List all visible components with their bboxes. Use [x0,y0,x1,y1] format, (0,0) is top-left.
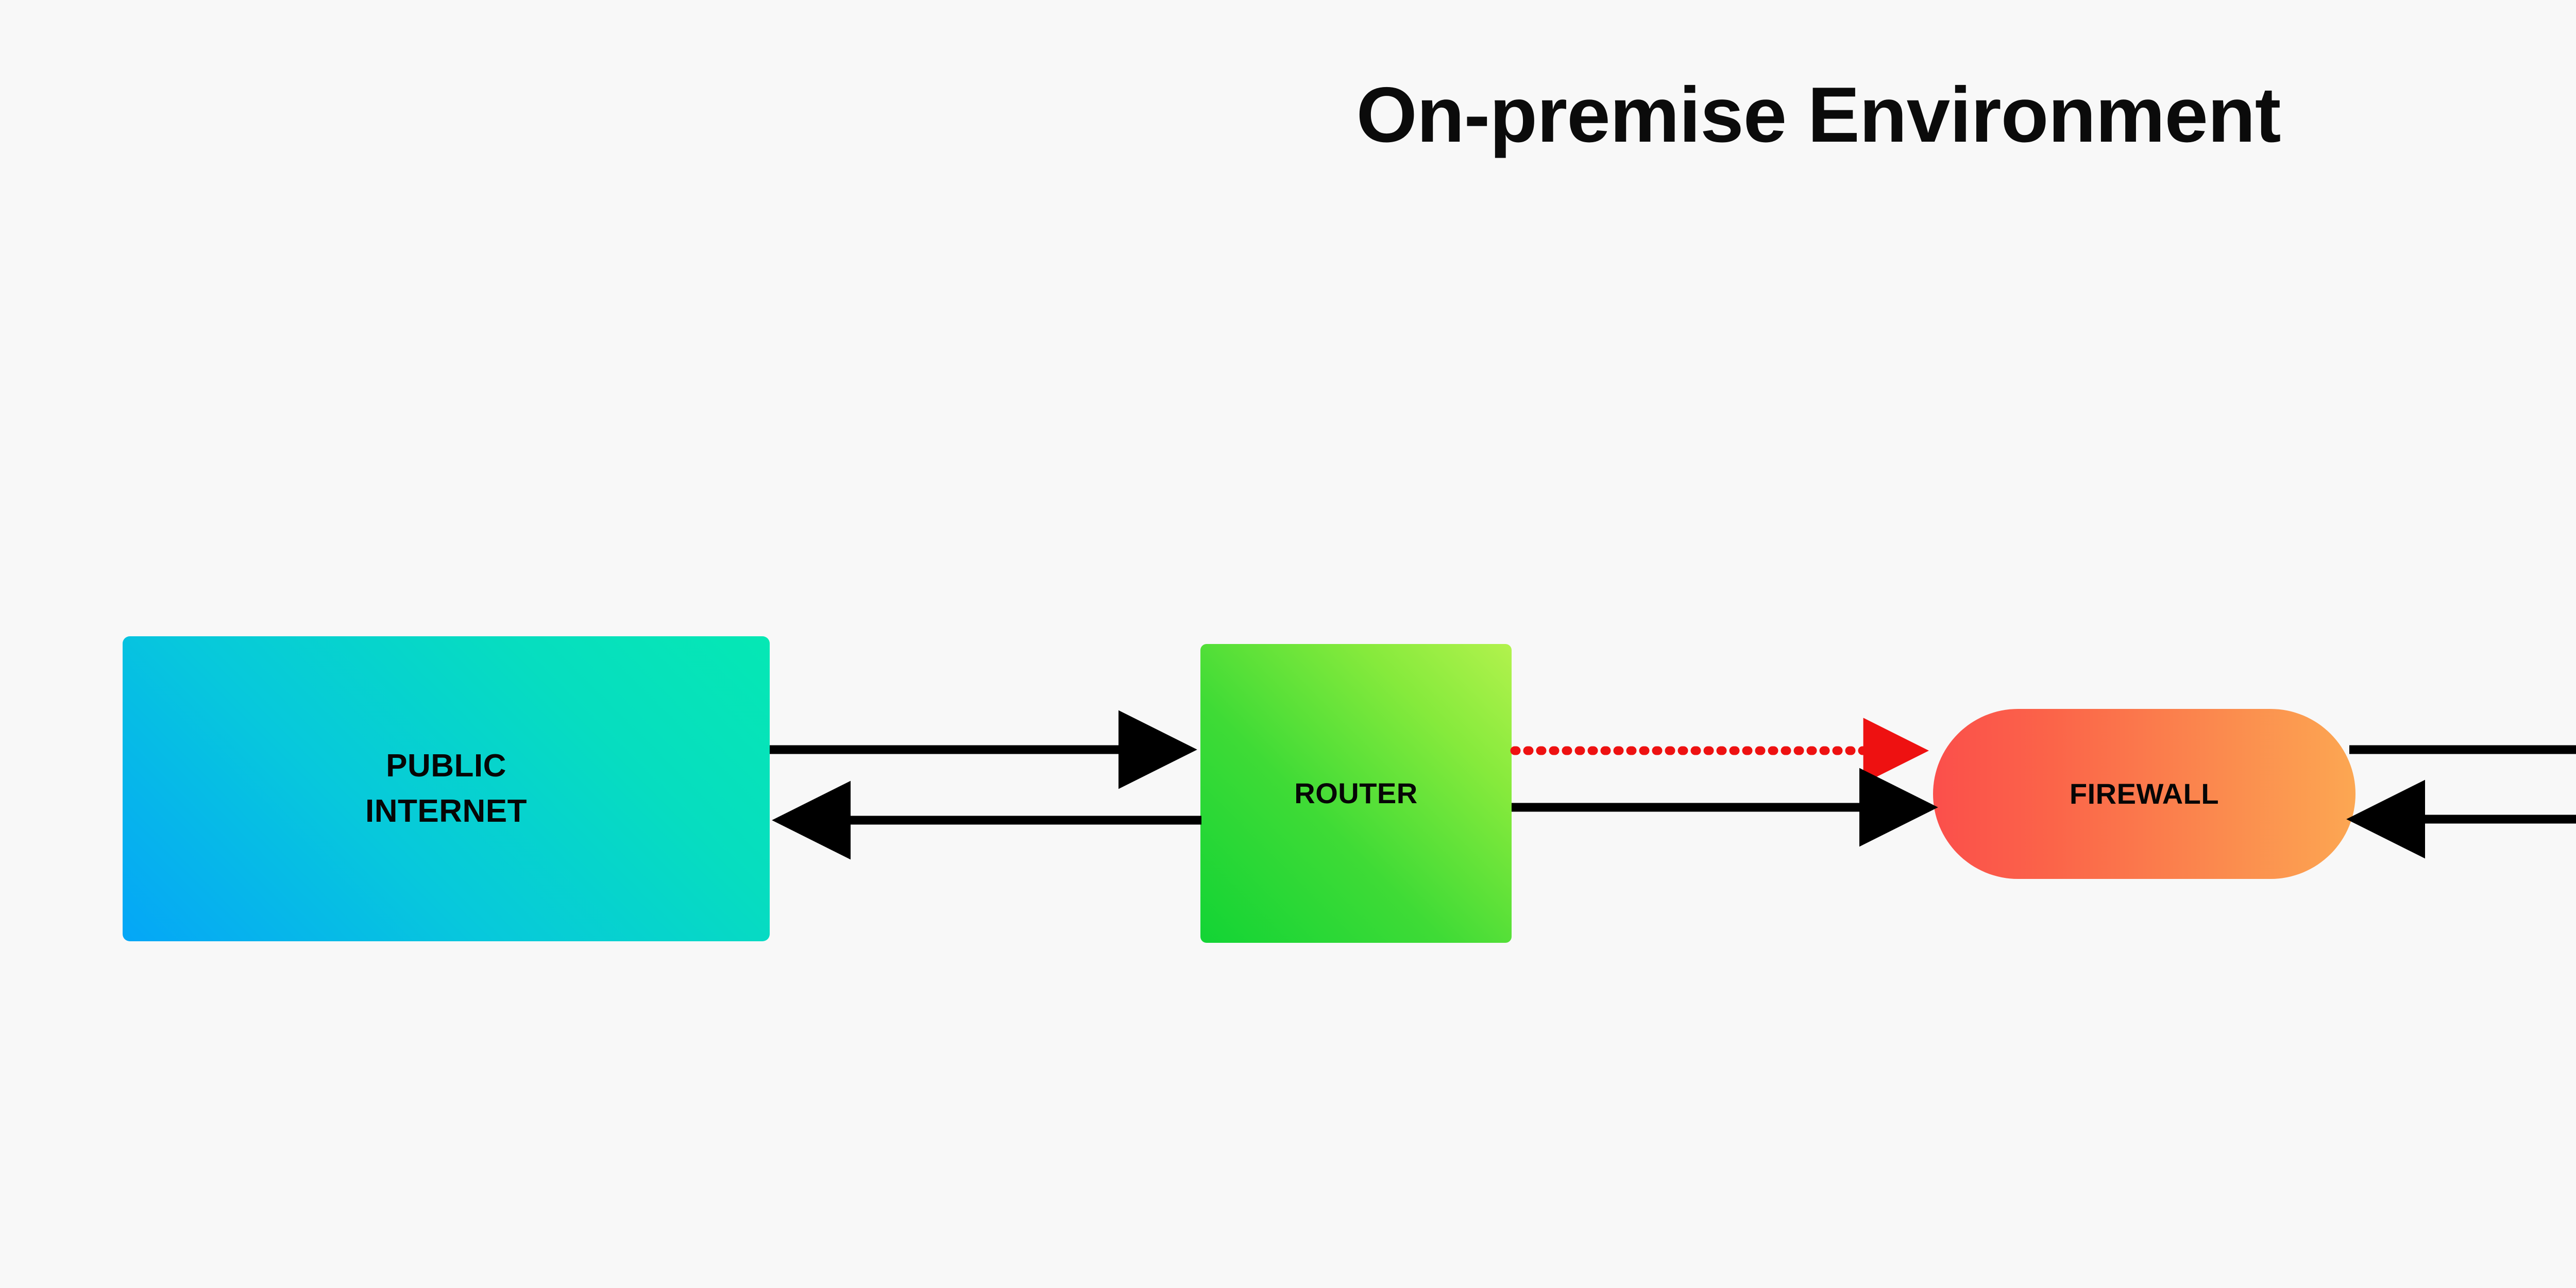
node-router-label: ROUTER [1294,777,1418,810]
node-firewall-label: FIREWALL [2069,777,2219,810]
node-public-internet-label: PUBLIC INTERNET [365,748,527,829]
node-public-internet[interactable]: PUBLIC INTERNET [123,636,770,941]
node-router[interactable]: ROUTER [1200,644,1512,943]
page-title: On-premise Environment [1356,71,2281,159]
node-firewall[interactable]: FIREWALL [1933,709,2355,879]
